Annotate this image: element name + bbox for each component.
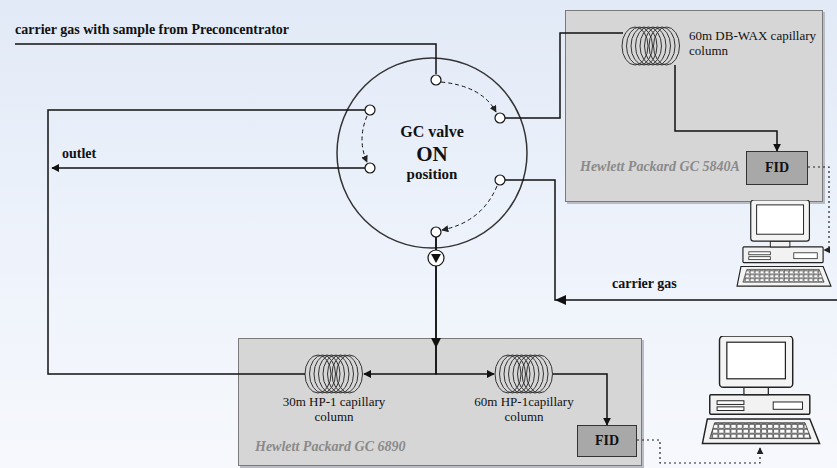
carrier-arrowhead — [555, 295, 566, 305]
gc-instrument: Hewlett Packard GC 5840A 60m DB-WAX capil… — [565, 10, 823, 202]
fid-detector: FID — [577, 425, 637, 457]
detector-name: FID — [595, 433, 619, 449]
column-coil — [494, 353, 554, 395]
valve-flow-path — [442, 186, 497, 230]
valve-circle: GC valveONposition — [335, 56, 529, 250]
column-label: 60m DB-WAX capillary column — [689, 29, 819, 59]
valve-state: ON — [416, 142, 448, 166]
valve-name: GC valve — [400, 123, 464, 141]
check-valve — [428, 250, 444, 266]
flow-connector — [436, 237, 494, 374]
carrier-gas-label: carrier gas — [612, 276, 677, 292]
data-link — [637, 440, 760, 463]
gc-instrument: Hewlett Packard GC 6890 30m HP-1 capillar… — [238, 338, 642, 466]
valve-flow-path — [362, 116, 367, 162]
fid-detector: FID — [746, 151, 808, 185]
data-link — [808, 167, 829, 250]
valve-state-word: position — [407, 166, 458, 183]
computer-icon — [737, 200, 831, 286]
column-coil — [304, 353, 364, 395]
outlet-label: outlet — [62, 146, 96, 162]
column-coil — [621, 25, 681, 67]
capillary-column: 30m HP-1 capillary column — [279, 353, 389, 431]
valve-ports — [365, 75, 505, 237]
flow-connector — [364, 237, 436, 374]
outlet-line — [52, 167, 365, 169]
injection-arrowhead — [431, 338, 441, 348]
column-label: 30m HP-1 capillary column — [279, 395, 389, 425]
inlet-label: carrier gas with sample from Preconcentr… — [15, 22, 289, 38]
carrier-line — [505, 180, 837, 300]
flow-connector — [505, 33, 623, 118]
capillary-column: 60m DB-WAX capillary column — [621, 25, 819, 71]
flow-connector — [48, 110, 365, 374]
check-valve — [431, 254, 441, 263]
sample-line — [15, 44, 436, 74]
computer-icon — [702, 336, 819, 443]
detector-name: FID — [765, 160, 789, 176]
flow-connector — [675, 65, 777, 151]
flow-connector — [553, 374, 607, 425]
capillary-column: 60m HP-1capillary column — [469, 353, 579, 431]
column-label: 60m HP-1capillary column — [469, 395, 579, 425]
valve-flow-path — [441, 82, 496, 112]
instrument-name: Hewlett Packard GC 6890 — [255, 439, 415, 455]
instrument-name: Hewlett Packard GC 5840A — [580, 159, 740, 175]
